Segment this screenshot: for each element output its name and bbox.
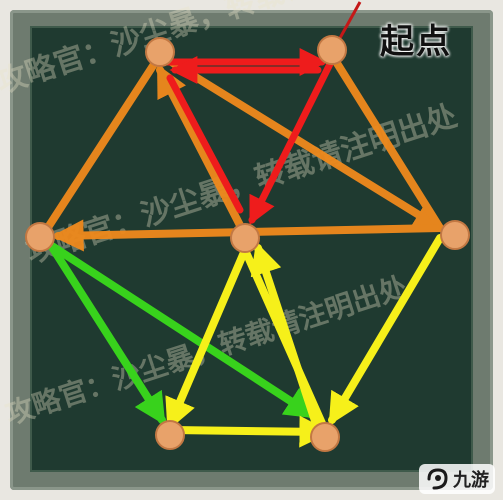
puzzle-node[interactable] <box>155 420 185 450</box>
puzzle-node[interactable] <box>230 223 260 253</box>
edge-green <box>46 240 166 426</box>
edge-orange <box>326 48 444 232</box>
edge-orange <box>156 51 446 232</box>
edge-red <box>248 60 334 226</box>
puzzle-node-start[interactable] <box>317 35 347 65</box>
puzzle-node[interactable] <box>25 222 55 252</box>
site-logo: 九游 <box>419 464 495 494</box>
edge-yellow <box>165 246 249 431</box>
edge-yellow <box>328 234 444 426</box>
puzzle-node[interactable] <box>310 422 340 452</box>
edge-yellow <box>250 241 322 434</box>
start-label: 起点 <box>380 22 452 62</box>
9-logo-icon <box>427 468 448 490</box>
edge-red <box>166 74 244 214</box>
edge-yellow <box>168 415 332 448</box>
edge-green <box>48 242 318 419</box>
edge-orange <box>156 64 249 239</box>
logo-text: 九游 <box>453 470 489 491</box>
edge-orange <box>41 51 164 236</box>
puzzle-node[interactable] <box>440 220 470 250</box>
puzzle-node[interactable] <box>145 37 175 67</box>
start-pointer-line <box>338 1 362 39</box>
